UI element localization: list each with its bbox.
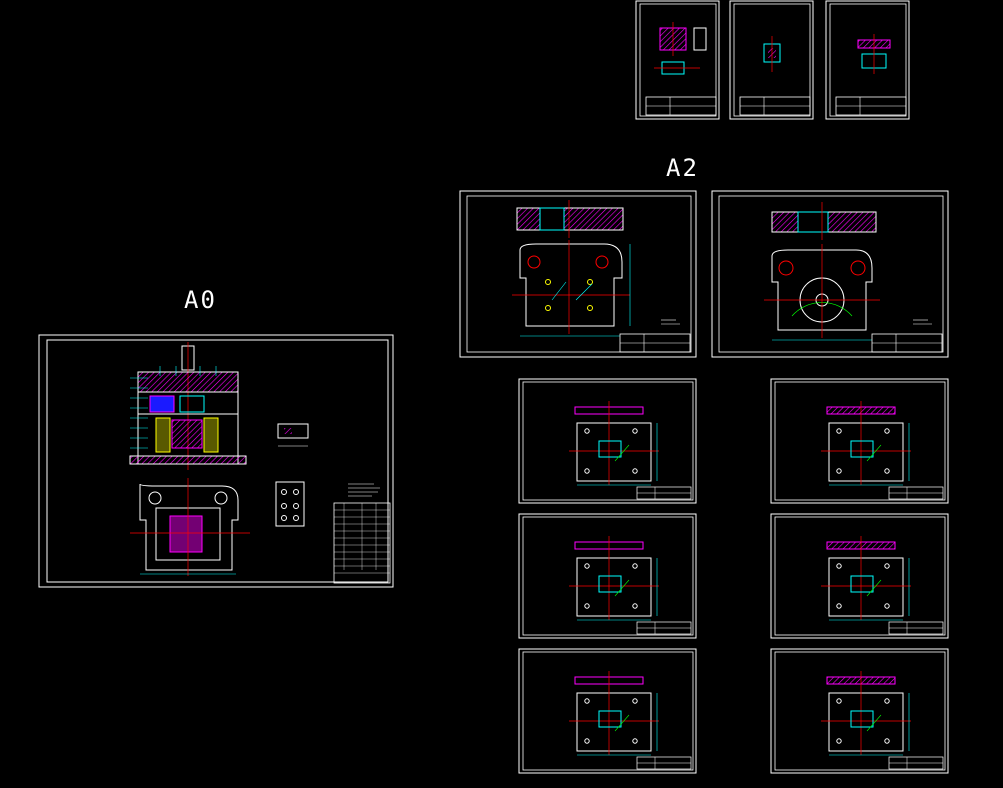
a3-sheet-group: [518, 378, 949, 774]
sheet-a3-plate-5: [518, 648, 697, 774]
sheet-a4-3: [825, 0, 910, 120]
sheet-a3-plate-4: [770, 513, 949, 639]
sheet-a0-assembly: [38, 334, 394, 588]
sheet-size-label-a0: A0: [184, 286, 217, 314]
sheet-a4-1: [635, 0, 720, 120]
sheet-a3-plate-1: [518, 378, 697, 504]
sheet-a3-plate-2: [770, 378, 949, 504]
sheet-a3-plate-3: [518, 513, 697, 639]
sheet-size-label-a2: A2: [666, 154, 699, 182]
sheet-a4-2: [729, 0, 814, 120]
sheet-a2-plate-1: [459, 190, 697, 358]
sheet-a3-plate-6: [770, 648, 949, 774]
sheet-a2-plate-2: [711, 190, 949, 358]
